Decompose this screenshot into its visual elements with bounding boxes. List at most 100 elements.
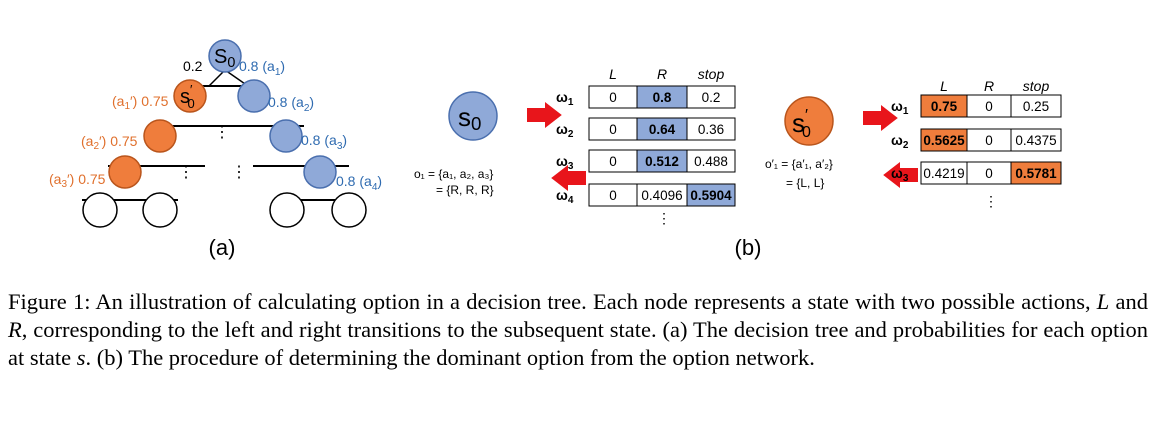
table2-omega: ω xyxy=(891,165,903,181)
arrow-s0-to-table xyxy=(527,102,562,128)
right-node-1 xyxy=(237,79,271,113)
arrow-table-to-option-shape xyxy=(551,165,586,191)
leaf-node-3 xyxy=(269,192,305,228)
arrow-s0prime-to-table-shape xyxy=(863,105,898,131)
right-prob-1-main: 0.8 (a xyxy=(268,94,304,110)
table2-cell-value: 0 xyxy=(985,133,993,148)
table2-omega-sub: 2 xyxy=(903,140,909,151)
arrow-s0-to-table-shape xyxy=(527,102,562,128)
table1-cell xyxy=(686,183,736,207)
table1-header-L: L xyxy=(609,66,617,82)
option2-definition: o′₁ = {a′₁, a′₂} xyxy=(765,157,833,171)
table2-cell-value: 0.75 xyxy=(931,99,958,114)
table1-dots: ⋮ xyxy=(657,210,671,226)
s0-prime-mark: ′ xyxy=(805,107,808,124)
root-right-prob-post: ) xyxy=(280,58,285,74)
left-prob-2: (a2′) 0.75 xyxy=(81,133,138,152)
table2-cell xyxy=(1010,128,1062,152)
child-state-label: s′0 xyxy=(180,82,195,111)
left-prob-sub: 1 xyxy=(124,101,130,112)
table1-row-label-2: ω2 xyxy=(556,121,574,140)
right-prob-2: 0.8 (a3) xyxy=(301,132,347,152)
table1-omega: ω xyxy=(556,121,568,137)
caption-part-2: and xyxy=(1109,289,1148,314)
panel-a-label: (a) xyxy=(209,235,236,260)
s0-prime-node xyxy=(173,79,207,113)
option1-definition: o₁ = {a₁, a₂, a₃} xyxy=(414,167,493,181)
table2-cell xyxy=(1010,161,1062,185)
table1-cell-value: 0.2 xyxy=(702,90,721,105)
s0-prime-sub: 0 xyxy=(802,124,811,141)
table2-dots: ⋮ xyxy=(984,193,998,209)
s0-node-label: s0 xyxy=(458,102,481,134)
right-prob-2-main: 0.8 (a xyxy=(301,132,337,148)
table1-cell-value: 0 xyxy=(609,154,617,169)
table2-cell-value: 0 xyxy=(985,166,993,181)
option2-values: = {L, L} xyxy=(786,176,824,190)
arrow-table-to-option xyxy=(551,165,586,191)
table1-cell-value: 0.64 xyxy=(649,122,676,137)
table1-cell-value: 0 xyxy=(609,122,617,137)
table1-omega: ω xyxy=(556,187,568,203)
caption-part-1: Figure 1: An illustration of calculating… xyxy=(8,289,1097,314)
right-node-2 xyxy=(269,119,303,153)
table2-cell xyxy=(1010,94,1062,118)
leaf-node-2 xyxy=(142,192,178,228)
table2-row-label-2: ω2 xyxy=(891,132,909,151)
s0-prime-main: s xyxy=(792,108,805,138)
left-prob-post: ′) 0.75 xyxy=(130,93,169,109)
left-prob-3: (a3′) 0.75 xyxy=(49,171,106,190)
table1-omega-sub: 1 xyxy=(568,97,574,108)
table1-header-stop: stop xyxy=(698,66,725,82)
caption-part-3: , corresponding to the left and right tr… xyxy=(8,317,1148,370)
table2-cell-value: 0.4219 xyxy=(923,166,964,181)
left-prob-main: (a xyxy=(49,171,62,187)
table2-cell-value: 0.5781 xyxy=(1015,166,1057,181)
left-prob-post: ′) 0.75 xyxy=(67,171,106,187)
s0-prime-node-b xyxy=(784,96,834,146)
table1-row-label-3: ω3 xyxy=(556,153,574,172)
right-prob-1: 0.8 (a2) xyxy=(268,94,314,114)
s0-node xyxy=(448,91,498,141)
table1-cell-value: 0.4096 xyxy=(641,188,682,203)
root-left-prob: 0.2 xyxy=(183,58,203,74)
table1-cell-value: 0.488 xyxy=(694,154,728,169)
table2-header-stop: stop xyxy=(1023,78,1050,94)
table2-cell-value: 0.25 xyxy=(1023,99,1049,114)
table2-omega-sub: 3 xyxy=(903,173,909,184)
table1-omega-sub: 4 xyxy=(568,195,574,206)
arrow-table2-to-option xyxy=(883,162,918,188)
table1-row-label-1: ω1 xyxy=(556,89,574,108)
caption-action-L: L xyxy=(1096,289,1110,314)
table2-header-R: R xyxy=(984,78,994,94)
child-state-main: s xyxy=(180,86,190,108)
table1-cell-value: 0 xyxy=(609,188,617,203)
table2-omega: ω xyxy=(891,132,903,148)
root-right-prob-sub: 1 xyxy=(275,67,281,78)
caption-action-R: R xyxy=(8,317,22,342)
tree-dots-2: ⋮ xyxy=(178,164,194,181)
table2-cell-value: 0 xyxy=(985,99,993,114)
arrow-table2-to-option-shape xyxy=(883,162,918,188)
tree-dots-1: ⋮ xyxy=(214,124,230,141)
right-prob-3-post: ) xyxy=(377,173,382,189)
right-prob-2-sub: 3 xyxy=(337,141,343,152)
caption-part-4: . (b) The procedure of determining the d… xyxy=(85,345,815,370)
left-node-2 xyxy=(143,119,177,153)
table1-omega-sub: 2 xyxy=(568,129,574,140)
leaf-node-4 xyxy=(331,192,367,228)
table2-cell-value: 0.5625 xyxy=(923,133,965,148)
table2-cell-value: 0.4375 xyxy=(1015,133,1056,148)
left-prob-main: (a xyxy=(81,133,94,149)
root-state-label: S0 xyxy=(214,46,235,71)
root-state-label-main: S xyxy=(214,46,227,68)
table1-omega-sub: 3 xyxy=(568,161,574,172)
right-prob-3-sub: 4 xyxy=(372,182,378,193)
left-prob-1: (a1′) 0.75 xyxy=(112,93,169,112)
left-prob-main: (a xyxy=(112,93,125,109)
right-prob-1-sub: 2 xyxy=(304,103,310,114)
root-right-prob: 0.8 (a1) xyxy=(239,58,285,78)
table1-cell-value: 0.5904 xyxy=(690,188,732,203)
right-prob-1-post: ) xyxy=(309,94,314,110)
